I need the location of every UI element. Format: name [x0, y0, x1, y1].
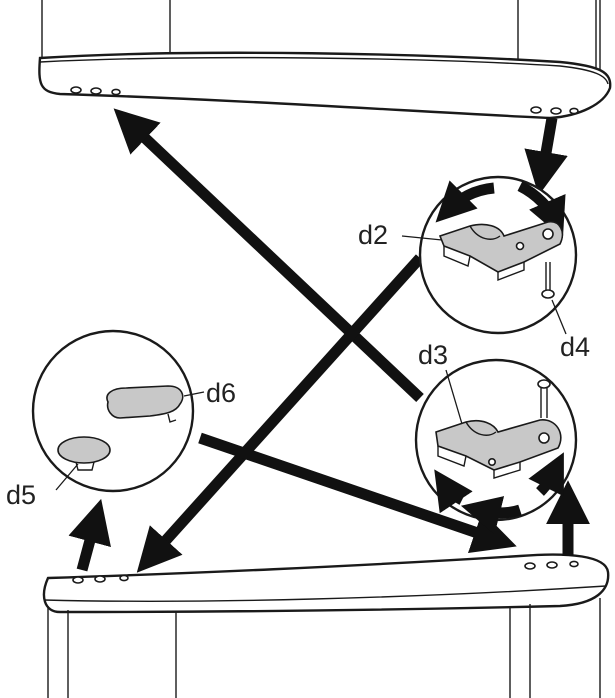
- label-d6: d6: [206, 378, 236, 408]
- top-panel-holes: [70, 86, 579, 115]
- arrow-to-left-detail: [68, 498, 111, 572]
- arrow-to-top-left: [113, 108, 424, 402]
- assembly-arrows: [68, 108, 590, 573]
- arrow-to-bottom-left: [136, 254, 425, 573]
- arrow-to-upper-detail: [524, 117, 568, 196]
- label-d4: d4: [560, 332, 590, 362]
- cover-cap-d5: [57, 436, 111, 471]
- part-labels: d2 d3 d4 d5 d6: [6, 220, 590, 510]
- label-d3: d3: [418, 340, 448, 370]
- detail-circle-left: [31, 329, 205, 493]
- cover-cap-d6: [106, 385, 184, 423]
- bottom-panel: [42, 553, 610, 698]
- arrow-to-bottom-right: [198, 432, 517, 553]
- bottom-panel-holes: [72, 560, 579, 584]
- hinge-bracket-d2: [438, 221, 564, 282]
- detail-circle-lower: [414, 358, 578, 535]
- screw-lower: [537, 379, 551, 418]
- detail-circle-upper: [401, 175, 578, 335]
- label-d2: d2: [358, 220, 388, 250]
- label-d5: d5: [6, 480, 36, 510]
- top-panel: [38, 0, 612, 120]
- screw-d4: [541, 262, 555, 299]
